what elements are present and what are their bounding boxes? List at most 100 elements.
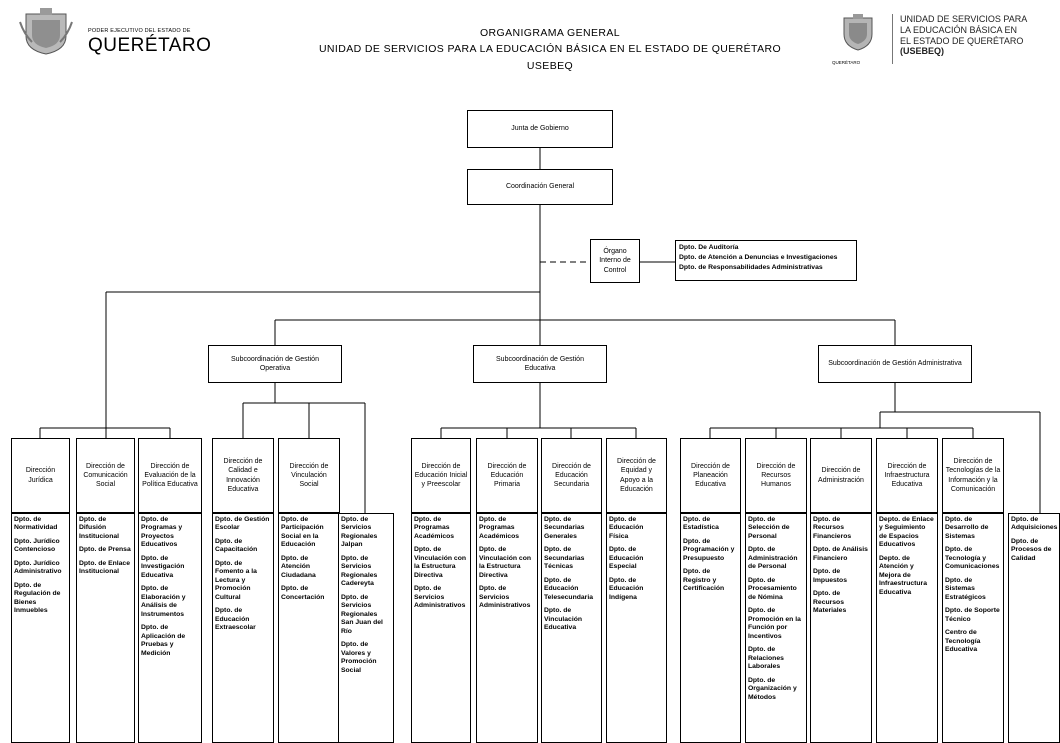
evaluacion-departments: Dpto. de Programas y Proyectos Educativo…: [138, 513, 202, 743]
dept-item: Dpto. de Aplicación de Pruebas y Medició…: [141, 624, 186, 657]
dept-item: Dpto. de Programas Académicos: [414, 516, 455, 540]
dept-item: Dpto. de Recursos Materiales: [813, 590, 847, 615]
dept-item: Dpto. de Organización y Métodos: [748, 676, 797, 701]
administracion-departments: Dpto. de Recursos Financieros Dpto. de A…: [810, 513, 872, 743]
dept-item: Dpto. de Recursos Financieros: [813, 516, 852, 540]
dept-item: Dpto. de Impuestos: [813, 568, 847, 584]
organo-interno-de-control-box: Órgano Interno de Control: [590, 239, 640, 283]
servicios-regionales-departments: Dpto. de Servicios Regionales Jalpan Dpt…: [338, 513, 394, 743]
seal-caption: QUERÉTARO: [832, 60, 861, 65]
direccion-primaria-box: Dirección de Educación Primaria: [476, 438, 538, 513]
dept-item: Dpto. de Investigación Educativa: [141, 554, 185, 579]
oic-departments-list: Dpto. De Auditoría Dpto. de Atención a D…: [675, 240, 857, 281]
inicial-preescolar-departments: Dpto. de Programas Académicos Dpto. de V…: [411, 513, 471, 743]
dept-item: Dpto. de Programas y Proyectos Educativo…: [141, 516, 183, 549]
dept-item: Dpto. de Prensa: [79, 546, 131, 554]
dept-item: Dpto. de Regulación de Bienes Inmuebles: [14, 581, 61, 615]
direccion-calidad-innovacion-box: Dirección de Calidad e Innovación Educat…: [212, 438, 274, 513]
subcoordinacion-administrativa-box: Subcoordinación de Gestión Administrativ…: [818, 345, 972, 383]
dept-item: Dpto. de Desarrollo de Sistemas: [945, 516, 989, 540]
direccion-juridica-box: Dirección Jurídica: [11, 438, 70, 513]
title-line-2: UNIDAD DE SERVICIOS PARA LA EDUCACIÓN BÁ…: [318, 43, 782, 56]
recursos-humanos-departments: Dpto. de Selección de Personal Dpto. de …: [745, 513, 807, 743]
dept-item: Dpto. de Programas Académicos: [479, 516, 520, 540]
dept-item: Dpto. de Normatividad: [14, 516, 58, 532]
state-seal-icon: [19, 8, 73, 55]
dept-item: Dpto. de Sistemas Estratégicos: [945, 576, 986, 601]
dept-item: Dpto. de Servicios Regionales Jalpan: [341, 516, 378, 549]
direccion-administracion-box: Dirección de Administración: [810, 438, 872, 513]
dept-item: Dpto. de Promoción en la Función por Inc…: [748, 607, 801, 640]
direccion-evaluacion-box: Dirección de Evaluación de la Política E…: [138, 438, 202, 513]
dept-item: Dpto. de Elaboración y Análisis de Instr…: [141, 585, 186, 618]
coordinacion-general-box: Coordinación General: [467, 169, 613, 205]
juridica-departments: Dpto. de Normatividad Dpto. Jurídico Con…: [11, 513, 70, 743]
dept-item: Depto. de Enlace y Seguimiento de Espaci…: [879, 516, 934, 549]
dept-item: Dpto. de Relaciones Laborales: [748, 646, 784, 671]
dept-item: Dpto. Jurídico Contencioso: [14, 537, 60, 554]
dept-item: Dpto. de Adquisiciones: [1011, 516, 1058, 532]
adquisiciones-calidad-departments: Dpto. de Adquisiciones Dpto. de Procesos…: [1008, 513, 1060, 743]
dept-item: Dpto. de Procesos de Calidad: [1011, 537, 1052, 562]
dept-item: Dpto. de Vinculación Educativa: [544, 607, 583, 632]
dept-item: Dpto. de Capacitación: [215, 537, 258, 554]
primaria-departments: Dpto. de Programas Académicos Dpto. de V…: [476, 513, 538, 743]
queretaro-government-logo: PODER EJECUTIVO DEL ESTADO DE QUERÉTARO: [8, 6, 228, 56]
oic-dept-1: Dpto. De Auditoría: [679, 244, 739, 251]
direccion-tecnologias-box: Dirección de Tecnologías de la Informaci…: [942, 438, 1004, 513]
oic-dept-2: Dpto. de Atención a Denuncias e Investig…: [679, 253, 838, 261]
government-label: PODER EJECUTIVO DEL ESTADO DE: [88, 28, 191, 34]
dept-item: Dpto. de Selección de Personal: [748, 516, 790, 540]
dept-item: Dpto. Jurídico Administrativo: [14, 559, 62, 576]
dept-item: Dpto. de Participación Social en la Educ…: [281, 516, 324, 549]
secundaria-departments: Dpto. de Secundarias Generales Dpto. de …: [541, 513, 602, 743]
title-line-3: USEBEQ: [526, 59, 574, 72]
usebeq-logo: QUERÉTARO UNIDAD DE SERVICIOS PARA LA ED…: [830, 14, 1060, 74]
dept-item: Dpto. de Educación Indígena: [609, 576, 644, 601]
subcoordinacion-educativa-box: Subcoordinación de Gestión Educativa: [473, 345, 607, 383]
state-name: QUERÉTARO: [88, 35, 212, 56]
subcoordinacion-operativa-box: Subcoordinación de Gestión Operativa: [208, 345, 342, 383]
dept-item: Dpto. de Enlace Institucional: [79, 559, 130, 576]
dept-item: Dpto. de Estadística: [683, 516, 719, 532]
dept-item: Dpto. de Tecnología y Comunicaciones: [945, 546, 1000, 571]
equidad-departments: Dpto. de Educación Física Dpto. de Educa…: [606, 513, 667, 743]
dept-item: Dpto. de Educación Extraescolar: [215, 607, 256, 632]
dept-item: Dpto. de Servicios Administrativos: [479, 585, 531, 610]
dept-item: Dpto. de Gestión Escolar: [215, 516, 270, 532]
dept-item: Dpto. de Servicios Regionales San Juan d…: [341, 593, 383, 635]
dept-item: Dpto. de Concertación: [281, 585, 325, 601]
dept-item: Dpto. de Atención Ciudadana: [281, 554, 316, 579]
dept-item: Dpto. de Educación Especial: [609, 546, 644, 571]
dept-item: Dpto. de Registro y Certificación: [683, 568, 725, 593]
dept-item: Dpto. de Soporte Técnico: [945, 607, 1000, 623]
infraestructura-departments: Depto. de Enlace y Seguimiento de Espaci…: [876, 513, 938, 743]
dept-item: Dpto. de Administración de Personal: [748, 546, 798, 571]
comunicacion-departments: Dpto. de Difusión Institucional Dpto. de…: [76, 513, 135, 743]
dept-item: Dpto. de Fomento a la Lectura y Promoció…: [215, 559, 257, 601]
usebeq-name: UNIDAD DE SERVICIOS PARA LA EDUCACIÓN BÁ…: [900, 14, 1027, 57]
direccion-inicial-preescolar-box: Dirección de Educación Inicial y Preesco…: [411, 438, 471, 513]
dept-item: Dpto. de Educación Telesecundaria: [544, 576, 593, 601]
dept-item: Centro de Tecnología Educativa: [945, 629, 981, 654]
title-line-1: ORGANIGRAMA GENERAL: [479, 27, 621, 39]
usebeq-name-line-2: LA EDUCACIÓN BÁSICA EN: [900, 24, 1018, 35]
dept-item: Dpto. de Secundarias Generales: [544, 516, 585, 540]
direccion-vinculacion-social-box: Dirección de Vinculación Social: [278, 438, 340, 513]
usebeq-name-line-1: UNIDAD DE SERVICIOS PARA: [900, 14, 1028, 24]
dept-item: Dpto. de Valores y Promoción Social: [341, 641, 377, 674]
tecnologias-departments: Dpto. de Desarrollo de Sistemas Dpto. de…: [942, 513, 1004, 743]
dept-item: Dpto. de Programación y Presupuesto: [683, 537, 735, 562]
dept-item: Depto. de Atención y Mejora de Infraestr…: [879, 554, 927, 596]
dept-item: Dpto. de Servicios Administrativos: [414, 585, 466, 610]
dept-item: Dpto. de Vinculación con la Estructura D…: [414, 546, 466, 579]
dept-item: Dpto. de Servicios Regionales Cadereyta: [341, 554, 378, 588]
usebeq-seal-icon: [843, 14, 873, 51]
direccion-infraestructura-box: Dirección de Infraestructura Educativa: [876, 438, 938, 513]
planeacion-departments: Dpto. de Estadística Dpto. de Programaci…: [680, 513, 741, 743]
direccion-planeacion-box: Dirección de Planeación Educativa: [680, 438, 741, 513]
dept-item: Dpto. de Vinculación con la Estructura D…: [479, 546, 531, 579]
logo-divider: [892, 14, 893, 64]
junta-de-gobierno-box: Junta de Gobierno: [467, 110, 613, 148]
